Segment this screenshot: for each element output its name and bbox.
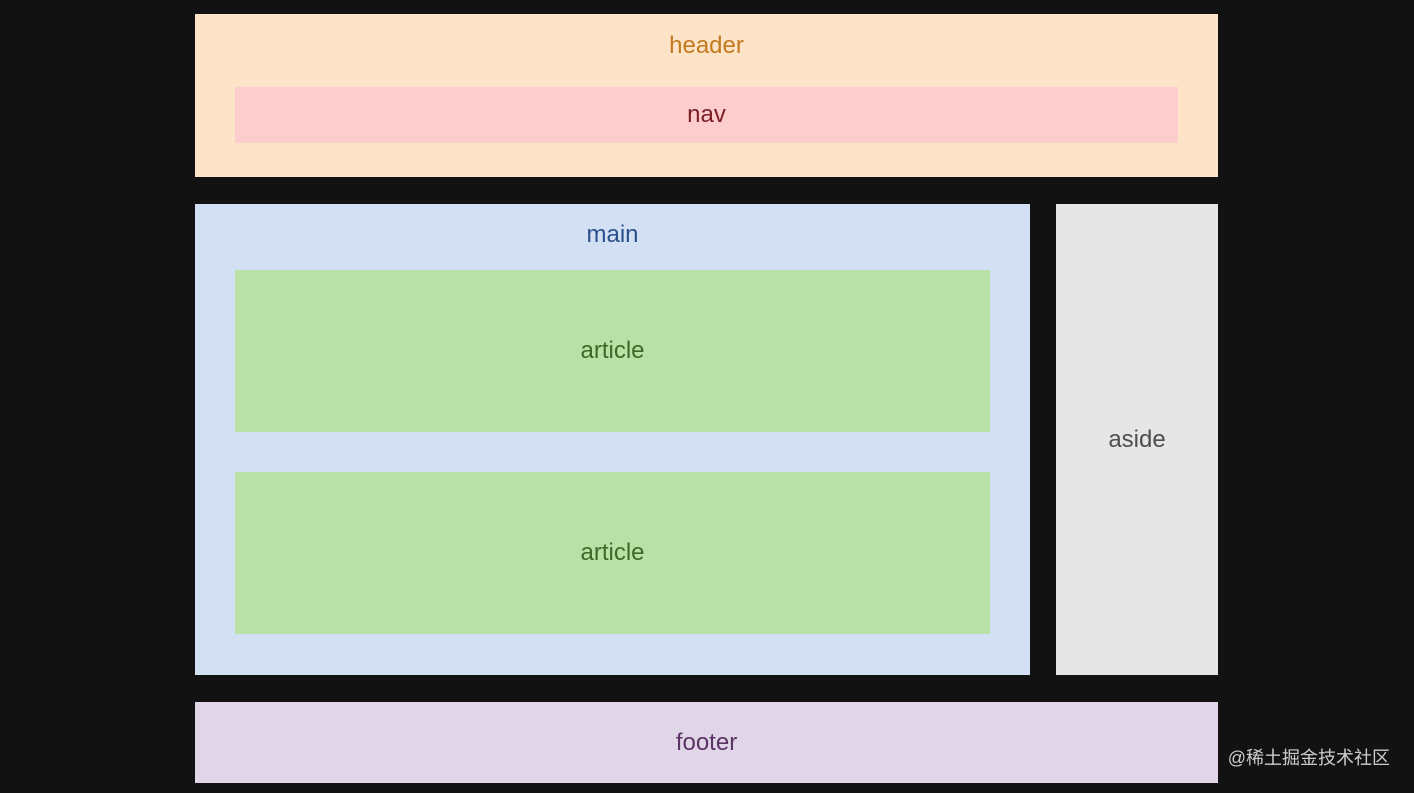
- main-region: main article article: [195, 204, 1030, 675]
- article-region: article: [235, 270, 990, 432]
- main-label: main: [586, 221, 639, 248]
- header-region: header nav: [195, 14, 1218, 177]
- aside-label: aside: [1108, 425, 1166, 453]
- watermark: @稀土掘金技术社区: [1227, 748, 1390, 768]
- footer-region: footer: [195, 702, 1218, 783]
- aside-region: aside: [1056, 204, 1218, 675]
- footer-label: footer: [675, 728, 738, 756]
- header-label: header: [669, 32, 744, 59]
- nav-label: nav: [687, 101, 726, 128]
- nav-region: nav: [235, 87, 1178, 143]
- article-label: article: [580, 539, 645, 566]
- article-region: article: [235, 472, 990, 634]
- article-label: article: [580, 337, 645, 364]
